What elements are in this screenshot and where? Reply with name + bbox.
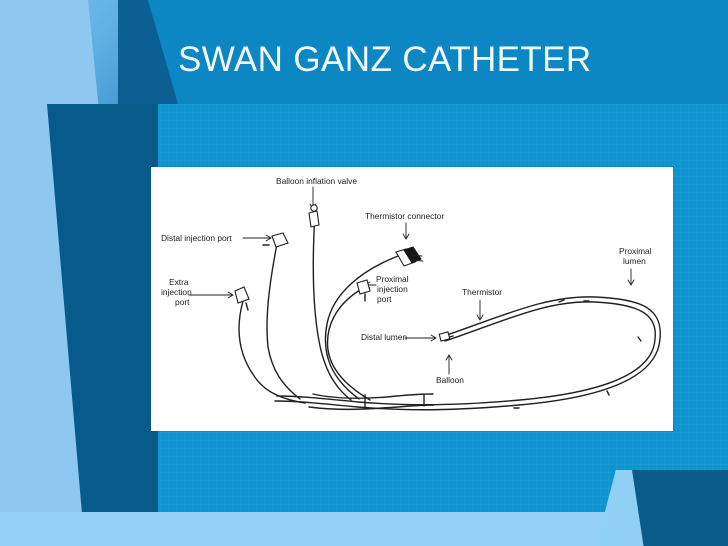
label-distal-injection-port: Distal injection port [161,233,232,243]
label-proximal-injection-line-1: Proximal [376,274,409,284]
label-extra-line-1: Extra [169,277,189,287]
distal-injection-line [266,243,301,400]
label-thermistor: Thermistor [462,287,502,297]
extra-injection-line [238,300,306,404]
proximal-injection-line [326,289,371,401]
balloon-valve-body [308,210,320,228]
pointer-arrow-distal-lumen [430,334,437,342]
pointer-arrow-balloon [445,354,453,361]
thermistor-connector-pin-1 [409,254,423,257]
bundle-sheath-lower [308,404,435,411]
extra-port-neck [245,302,249,311]
top-shade [112,0,728,104]
thermistor-connector-line [324,255,399,400]
label-balloon-inflation-valve: Balloon inflation valve [276,176,357,186]
pointer-arrow-thermistor [476,314,484,321]
balloon-inflation-line [312,212,352,401]
pointer-arrow-extra-injection-port [227,291,234,299]
catheter-diagram-image: Balloon inflation valve Thermistor conne… [151,167,673,431]
thermistor-connector-pin-2 [410,259,424,262]
main-catheter-loop [274,296,661,411]
pointer-arrow-proximal-lumen [627,279,635,286]
main-catheter-loop-inner [276,301,656,406]
distal-port-connector [271,232,289,248]
bottom-right-dark-shape [632,470,728,546]
proximal-port-connector [356,279,371,295]
label-proximal-lumen-line-2: lumen [623,256,646,266]
label-proximal-injection-line-3: port [377,294,392,304]
bundle-sheath-upper [312,393,434,399]
balloon-valve-cap [310,204,318,212]
pointer-arrow-thermistor-connector [402,233,410,240]
proximal-lumen-marker [558,299,565,303]
catheter-marker-right [637,336,642,342]
label-balloon: Balloon [436,375,464,385]
label-thermistor-connector: Thermistor connector [365,211,444,221]
label-proximal-lumen-line-1: Proximal [619,246,652,256]
label-extra-line-3: port [175,297,190,307]
label-proximal-injection-line-2: injection [377,284,408,294]
catheter-marker-bottom-right [606,390,610,396]
label-distal-lumen: Distal lumen [361,332,407,342]
pointer-arrow-distal-injection-port [265,234,272,242]
thermistor-connector-icon [395,246,424,267]
slide-title: SWAN GANZ CATHETER [178,40,592,79]
label-extra-line-2: injection [161,287,192,297]
catheter-diagram: Balloon inflation valve Thermistor conne… [161,176,661,411]
extra-port-connector [234,286,250,304]
balloon-shape [438,331,451,342]
